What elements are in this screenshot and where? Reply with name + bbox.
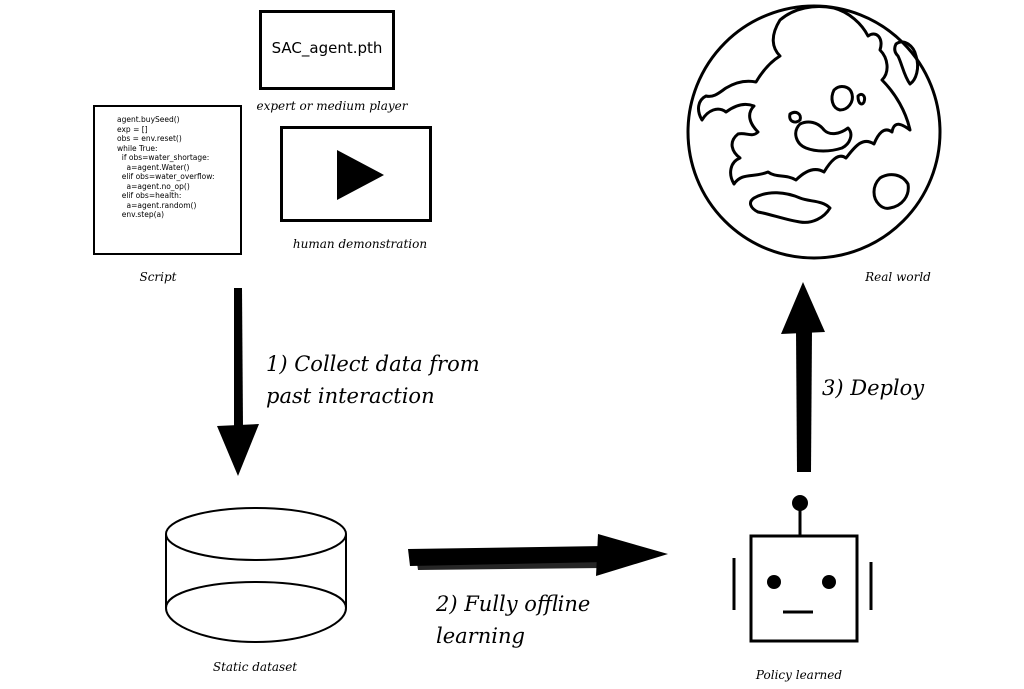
script-line: obs = env.reset(): [117, 134, 182, 143]
video-caption: human demonstration: [292, 237, 428, 251]
arrow-down-collect: [217, 288, 259, 476]
step-collect-label: 1) Collect data from past interaction: [266, 348, 526, 412]
script-line: a=agent.no_op(): [117, 181, 190, 191]
step-collect-line1: 1) Collect data from: [266, 352, 480, 376]
policy-caption: Policy learned: [755, 668, 843, 682]
step-collect-line2: past interaction: [266, 384, 435, 408]
script-line: while True:: [117, 143, 158, 153]
script-line: agent.buySeed(): [117, 115, 180, 124]
video-box: [280, 126, 432, 222]
model-file-box: SAC_agent.pth: [259, 10, 395, 90]
database-icon: [165, 507, 347, 644]
dataset-caption: Static dataset: [212, 660, 298, 674]
step-offline-line1: 2) Fully offline: [436, 592, 591, 616]
globe-icon: [686, 4, 942, 260]
script-line: env.step(a): [117, 210, 165, 219]
script-line: exp = []: [117, 124, 148, 134]
script-code: agent.buySeed() exp = [] obs = env.reset…: [117, 115, 215, 220]
robot-icon: [732, 495, 873, 643]
step-offline-line2: learning: [436, 624, 525, 648]
model-file-name: SAC_agent.pth: [271, 39, 383, 57]
script-box: agent.buySeed() exp = [] obs = env.reset…: [93, 105, 242, 255]
model-caption: expert or medium player: [256, 99, 408, 113]
script-line: if obs=water_shortage:: [117, 153, 210, 162]
script-line: a=agent.random(): [117, 200, 197, 210]
script-line: a=agent.Water(): [117, 162, 190, 172]
world-caption: Real world: [865, 270, 931, 284]
arrow-up-deploy: [781, 282, 825, 472]
script-line: elif obs=health:: [117, 191, 182, 200]
script-line: elif obs=water_overflow:: [117, 172, 215, 181]
step-offline-label: 2) Fully offline learning: [436, 588, 656, 652]
step-deploy-label: 3) Deploy: [822, 376, 925, 400]
arrow-right-offline: [408, 534, 668, 576]
script-caption: Script: [139, 270, 177, 284]
play-icon: [337, 150, 384, 200]
